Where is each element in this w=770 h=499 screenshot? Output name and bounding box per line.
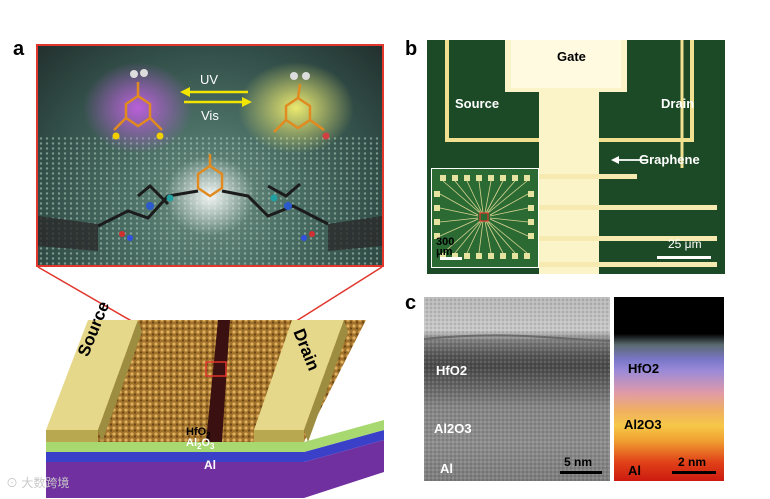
eels-al-label: Al (628, 463, 641, 478)
al2o3-layer-label: Al2O3 (186, 437, 215, 452)
panel-a-molecule-view: UV Vis (36, 44, 384, 267)
tem-scalebar-label: 5 nm (564, 455, 593, 469)
watermark-logo-icon: ⊙ (6, 476, 19, 490)
scalebar-label: 25 μm (668, 237, 702, 251)
inset-scalebar-label: 300 μm (436, 236, 455, 258)
device-3d (46, 320, 384, 498)
eels-map: HfO2 Al2O3 Al 2 nm (614, 297, 724, 481)
al-layer-label: Al (204, 458, 216, 472)
vis-label: Vis (201, 108, 219, 123)
eels-al2o3-label: Al2O3 (624, 417, 662, 432)
tem-al2o3-label: Al2O3 (434, 421, 472, 436)
tem-image: HfO2 Al2O3 Al 5 nm (424, 297, 610, 481)
hfo2-layer-label: HfO2 (186, 426, 211, 441)
uv-label: UV (200, 72, 219, 87)
optical-micrograph: 300 μm (427, 40, 725, 274)
molecular-illustration (38, 62, 382, 265)
panel-a-letter: a (13, 38, 25, 60)
tem-al-label: Al (440, 461, 453, 476)
eels-scalebar-label: 2 nm (678, 455, 707, 469)
panel-b-letter: b (405, 38, 418, 60)
watermark: ⊙ 大数跨境 (6, 476, 70, 490)
graphene-label: Graphene (639, 152, 700, 167)
panel-c-letter: c (405, 292, 417, 314)
source-label: Source (455, 96, 500, 111)
tem-hfo2-label: HfO2 (436, 363, 468, 378)
eels-hfo2-label: HfO2 (628, 361, 660, 376)
gate-label: Gate (557, 49, 586, 64)
chip-inset: 300 μm (431, 168, 539, 268)
drain-label: Drain (661, 96, 695, 111)
